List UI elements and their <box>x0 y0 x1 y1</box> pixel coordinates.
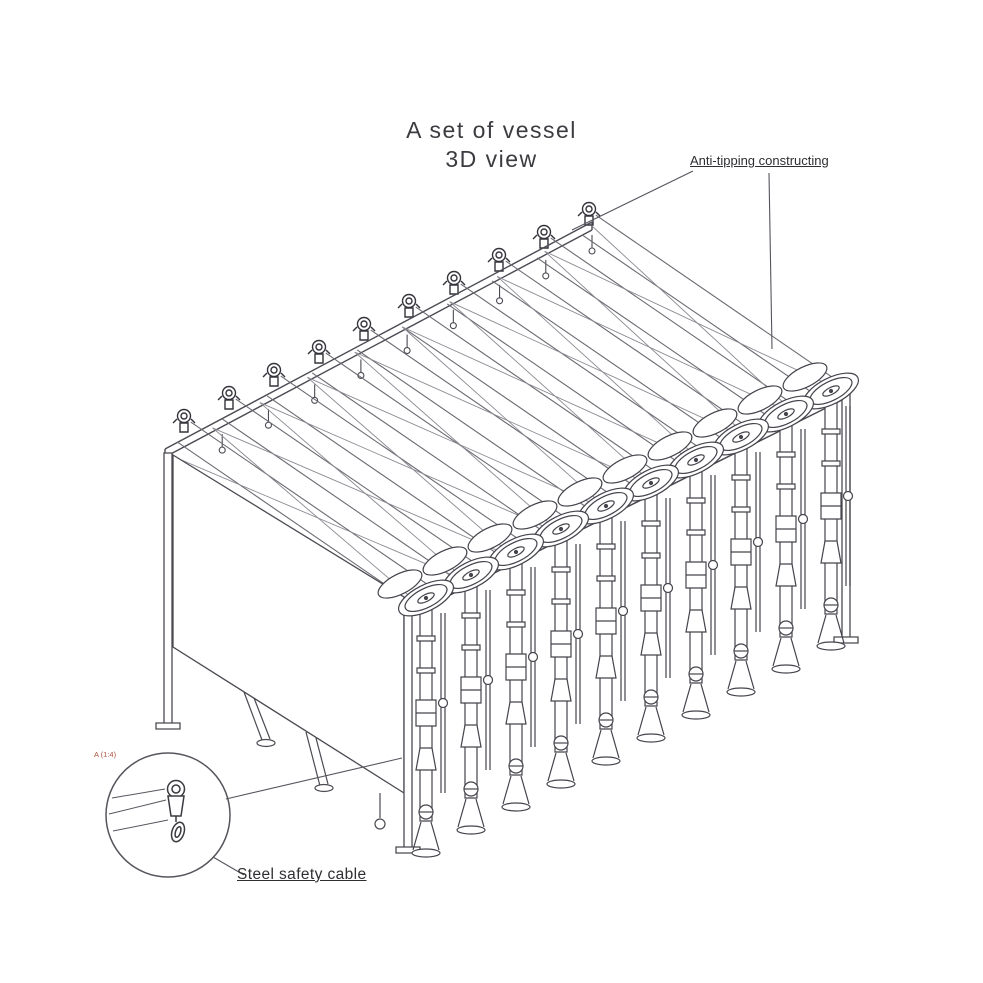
vessel-front-piping-columns <box>374 357 864 857</box>
cross-brace <box>402 327 704 464</box>
frame-post-back-left <box>156 453 180 729</box>
back-valve-cluster <box>443 272 465 295</box>
vessel-front-column <box>464 518 549 811</box>
back-valve-cluster <box>353 318 375 341</box>
drawing-title: A set of vessel 3D view <box>0 116 983 174</box>
cross-brace <box>497 276 704 463</box>
detail-circle-steel-safety-cable <box>106 753 230 877</box>
cross-brace <box>212 428 514 558</box>
back-valve-cluster <box>488 249 510 272</box>
cross-brace <box>355 352 657 487</box>
back-valve-cluster <box>173 410 195 433</box>
cross-brace <box>260 403 467 582</box>
hanging-hook <box>450 310 456 329</box>
cross-brace <box>592 226 799 417</box>
anti-tipping-cross-braces <box>165 226 846 605</box>
detail-view-reference: A (1:4) <box>94 750 117 759</box>
vessel-body <box>402 307 658 493</box>
hanging-hook <box>543 260 549 279</box>
label-steel-safety-cable: Steel safety cable <box>237 866 367 883</box>
shackle-and-cable-clamp <box>168 781 187 844</box>
vessel-front-column <box>554 472 639 765</box>
label-anti-tipping-constructing: Anti-tipping constructing <box>690 153 829 168</box>
vessel-front-column <box>644 426 729 719</box>
back-valve-cluster <box>308 341 330 364</box>
back-valve-cluster <box>578 203 600 226</box>
vessel-front-column <box>374 564 459 857</box>
cross-brace <box>545 251 846 393</box>
vessel-body <box>177 422 433 608</box>
vessel-front-column <box>779 357 864 650</box>
vessel-body <box>222 399 478 585</box>
panel-support-legs <box>244 692 385 829</box>
back-valve-cluster <box>218 387 240 410</box>
hanging-hook <box>265 409 271 428</box>
title-line-1: A set of vessel <box>406 117 577 143</box>
back-valve-cluster <box>533 226 555 249</box>
leader-anti-tipping-1 <box>572 171 693 230</box>
cross-brace <box>497 276 799 416</box>
hanging-hook <box>404 335 410 354</box>
hanging-hook <box>312 384 318 403</box>
title-line-2: 3D view <box>445 145 538 172</box>
hanging-hook <box>589 235 595 254</box>
cross-brace <box>212 428 420 605</box>
vessel-front-column <box>509 495 594 788</box>
back-valve-cluster <box>398 295 420 318</box>
cross-brace <box>260 403 562 535</box>
vessel-body <box>447 284 703 470</box>
back-valve-cluster <box>263 364 285 387</box>
hanging-hook <box>497 285 503 304</box>
vessel-body <box>582 215 838 401</box>
cross-brace <box>355 352 562 534</box>
cross-brace <box>402 327 609 511</box>
vessel-back-valve-clusters <box>173 203 600 433</box>
vessel-body <box>537 238 793 424</box>
anti-tipping-frame-back-rail <box>165 222 592 457</box>
cross-brace <box>307 377 514 558</box>
cross-brace <box>307 377 609 510</box>
leader-lines <box>213 171 772 875</box>
cross-brace <box>165 453 467 581</box>
leader-detail-to-structure <box>226 758 402 799</box>
vessel-front-column <box>419 541 504 834</box>
leader-detail-to-label <box>213 857 244 875</box>
cross-brace <box>450 302 752 440</box>
leader-anti-tipping-2 <box>769 173 772 349</box>
vessel-front-column <box>689 403 774 696</box>
cross-brace <box>450 302 657 488</box>
vessel-body <box>312 353 568 539</box>
cross-brace <box>545 251 752 440</box>
